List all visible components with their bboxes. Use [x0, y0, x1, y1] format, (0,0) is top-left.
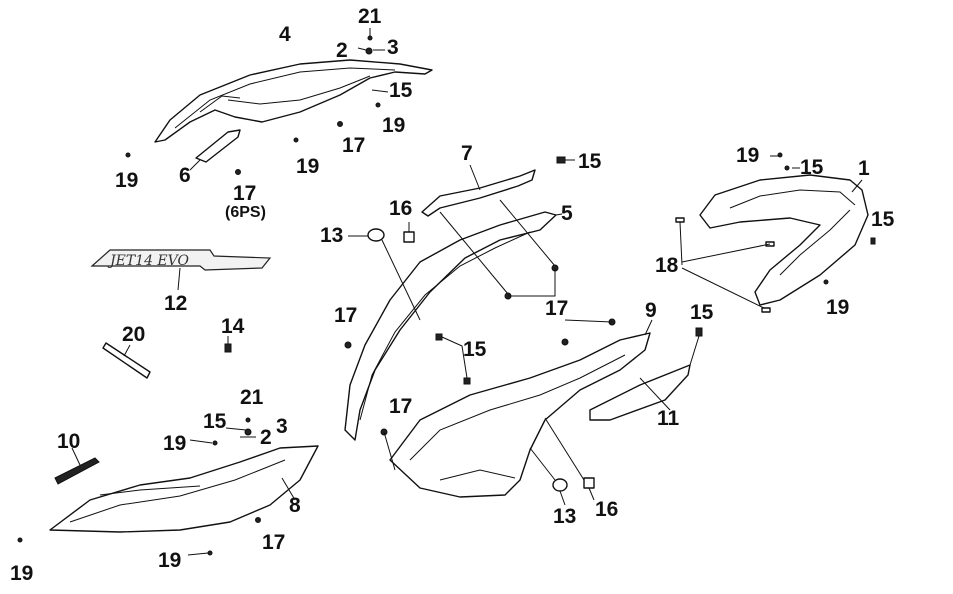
callout-15: 15: [389, 79, 413, 102]
strip-part-11: [589, 364, 691, 421]
callout-18: 18: [655, 254, 679, 277]
upper-rail-part-7: [421, 164, 536, 217]
callout-17: 17: [233, 182, 257, 205]
rear-bracket-part-1: [699, 174, 869, 306]
side-cover-part-8: [49, 445, 319, 533]
clip-part-14: [224, 336, 232, 353]
callout-19: 19: [382, 114, 406, 137]
callout-19: 19: [158, 549, 182, 572]
callout-21: 21: [358, 5, 382, 28]
lower-panel-part-9: [389, 319, 653, 498]
callout-19: 19: [296, 155, 320, 178]
callout-19: 19: [163, 432, 187, 455]
callout-16: 16: [389, 197, 413, 220]
callout-20: 20: [122, 323, 146, 346]
callout-17: 17: [545, 297, 569, 320]
callout-2: 2: [260, 426, 272, 449]
callout-17-note: (6PS): [225, 204, 266, 221]
callout-13: 13: [320, 224, 344, 247]
callout-15: 15: [203, 410, 227, 433]
callout-14: 14: [221, 315, 245, 338]
callout-6: 6: [179, 164, 191, 187]
callout-15: 15: [690, 301, 714, 324]
callout-17: 17: [389, 395, 413, 418]
bracket-part-20: [102, 342, 151, 379]
callout-19: 19: [10, 562, 34, 585]
callout-3: 3: [276, 415, 288, 438]
callout-10: 10: [57, 430, 81, 453]
callout-15: 15: [800, 156, 824, 179]
callout-3: 3: [387, 36, 399, 59]
emblem-part-12: JET14 EVO: [90, 249, 272, 291]
callout-12: 12: [164, 292, 188, 315]
emblem-text: JET14 EVO: [107, 253, 190, 269]
callout-11: 11: [657, 407, 680, 430]
callout-17: 17: [334, 304, 358, 327]
callout-7: 7: [461, 142, 473, 165]
callout-9: 9: [645, 299, 657, 322]
callout-17: 17: [262, 531, 286, 554]
callout-4: 4: [279, 23, 291, 46]
callout-15: 15: [463, 338, 487, 361]
callout-16: 16: [595, 498, 619, 521]
callout-15: 15: [871, 208, 895, 231]
callout-19: 19: [826, 296, 850, 319]
trim-part-10: [54, 447, 100, 485]
fasteners: [17, 28, 876, 556]
callout-19: 19: [736, 144, 760, 167]
center-frame-part-5: [344, 211, 563, 441]
pins-part-18: [675, 217, 775, 313]
callout-13: 13: [553, 505, 577, 528]
callout-1: 1: [858, 157, 870, 180]
bushing-part-16: [403, 222, 595, 501]
callout-19: 19: [115, 169, 139, 192]
trim-strip-part-6: [189, 129, 241, 171]
screws-part-17: [235, 121, 616, 523]
callout-5: 5: [561, 202, 573, 225]
grommet-part-13: [348, 228, 568, 506]
callout-17: 17: [342, 134, 366, 157]
callout-8: 8: [289, 494, 301, 517]
callout-15: 15: [578, 150, 602, 173]
rear-upper-cover-part-4: [154, 59, 433, 143]
callout-2: 2: [336, 39, 348, 62]
callout-21: 21: [240, 386, 264, 409]
